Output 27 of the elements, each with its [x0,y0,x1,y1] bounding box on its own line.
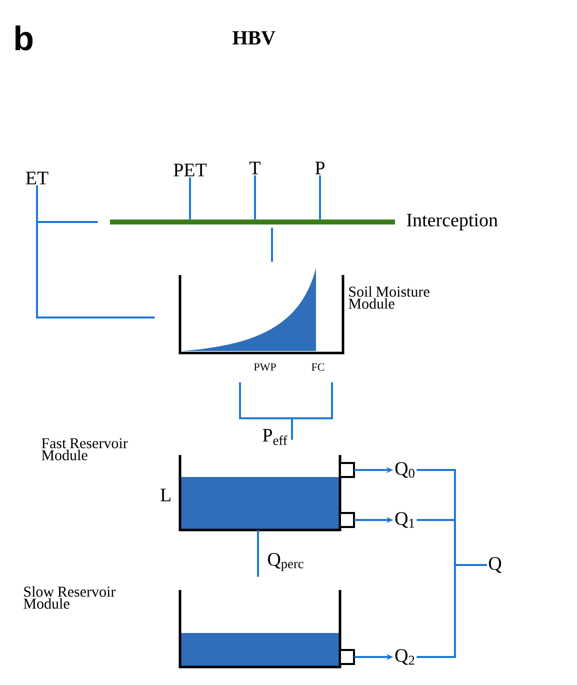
connector-line [416,564,487,658]
panel-letter: b [15,26,33,50]
variable-label: P [315,162,325,174]
flux-label: Q$_{1}$ [395,512,414,528]
connector-line [271,228,273,262]
threshold-label: PWP [254,363,276,371]
connector-line [257,530,259,577]
module-label: Soil Moisture Module [348,286,430,309]
title: HBV [232,31,276,45]
connector-line [254,175,256,220]
module-label: Slow Reservoir Module [24,586,116,609]
connector-line [319,175,321,220]
connector-line [189,177,191,220]
flux-label: Q [488,557,502,573]
connector-line [36,185,155,318]
threshold-label: FC [312,363,324,371]
flux-label: Q$_{2}$ [395,649,414,665]
variable-label: ET [26,172,48,184]
edge-label: P$_{eff}$ [261,428,289,446]
variable-label: T [250,162,260,174]
flux-label: Q$_{0}$ [395,462,414,478]
edge-label: Q$_{perc}$ [266,552,306,572]
level-label: L [160,488,170,502]
module-label: Fast Reservoir Module [42,438,128,460]
connector-line [239,381,333,441]
variable-label: PET [174,164,207,176]
interception-label: Interception [406,214,498,230]
